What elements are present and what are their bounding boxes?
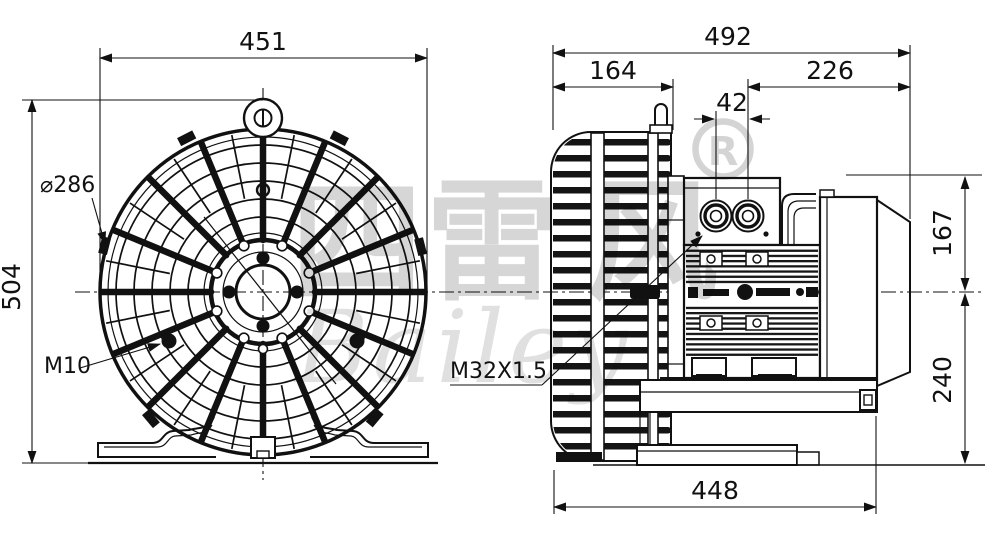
foot-pad (636, 444, 798, 466)
dim-front-height: 504 (0, 98, 263, 465)
label-guard-diameter: ⌀286 (40, 173, 107, 246)
base-frame (593, 377, 985, 466)
label-cable-gland-thread: M32X1.5 (450, 235, 703, 386)
dim-front-width: 451 (98, 27, 429, 296)
dim-label: 164 (589, 56, 637, 85)
watermark-script: Bailey (293, 289, 632, 406)
label-lug-thread: M10 (44, 343, 162, 379)
lifting-eyebolt (649, 103, 673, 134)
housing-ribs (553, 139, 671, 450)
dim-label: 492 (704, 22, 752, 51)
fan-cowl (818, 189, 911, 388)
dim-side-overall: 492 (551, 22, 912, 219)
dim-axis-to-top: 167 (846, 174, 982, 292)
watermark-cn-char: 四 (291, 166, 423, 320)
cable-gland (731, 199, 765, 233)
foot-right (310, 416, 429, 458)
guard-bolt (349, 333, 365, 349)
dim-side-motor: 226 (746, 56, 912, 199)
dim-label: 451 (239, 27, 287, 56)
front-view: 451 504 ⌀286 M10 (0, 27, 438, 480)
registered-mark-circle (692, 118, 754, 180)
dim-label: 504 (0, 263, 26, 311)
watermark: 四 雷 风 R Bailey (291, 118, 754, 406)
registered-mark-letter: R (708, 129, 739, 175)
watermark-cn-char: 风 (586, 166, 718, 320)
lifting-eye (242, 97, 284, 139)
guard-clips (98, 130, 428, 429)
dim-label: 42 (716, 88, 748, 117)
blower-housing (550, 131, 685, 462)
thread-label: M10 (44, 354, 91, 379)
dim-gland-spacing: 42 (694, 88, 770, 199)
dim-label: 240 (928, 356, 957, 404)
motor-body (682, 193, 828, 380)
mounting-feet (88, 416, 438, 465)
thread-label: M32X1.5 (450, 359, 547, 384)
housing-foot (556, 452, 602, 462)
side-view: 492 164 226 42 167 2 (450, 22, 985, 514)
diameter-label: ⌀286 (40, 173, 95, 198)
watermark-cn-char: 雷 (426, 166, 558, 320)
dim-label: 226 (806, 56, 854, 85)
dim-axis-to-base: 240 (928, 292, 970, 465)
dim-side-housing: 164 (551, 56, 675, 130)
dim-label: 448 (691, 476, 739, 505)
section-line (203, 216, 337, 385)
dim-base-length: 448 (552, 416, 878, 514)
motor-feet (691, 357, 797, 379)
guard-bolt-holes (211, 240, 316, 345)
dim-label: 167 (928, 209, 957, 257)
shaft-hub (222, 182, 304, 355)
guard-secondary-radials (105, 134, 421, 450)
foot-left (97, 416, 216, 458)
guard-bolt (161, 333, 177, 349)
motor-bolt-pads (699, 251, 769, 331)
